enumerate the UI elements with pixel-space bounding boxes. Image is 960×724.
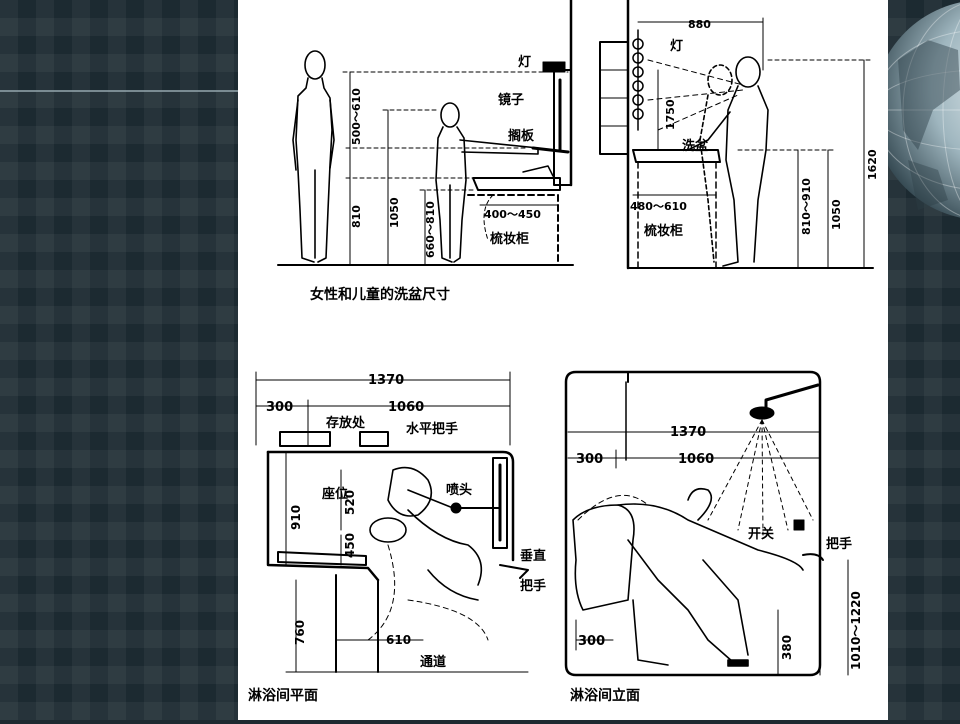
label-vertical-bar-1: 垂直 <box>520 548 546 564</box>
dim-1620: 1620 <box>866 149 879 180</box>
dim-1010-1220: 1010～1220 <box>849 591 863 670</box>
caption-shower-elevation: 淋浴间立面 <box>570 687 640 704</box>
dim-450: 450 <box>343 533 357 558</box>
child-figure <box>435 102 539 263</box>
woman-figure <box>292 50 335 263</box>
dim-910: 910 <box>289 505 303 530</box>
dim-810-910: 810～910 <box>800 178 813 235</box>
dim-380: 380 <box>780 635 794 660</box>
diagram-basin-women-children: 500～610 810 1050 660～810 400～450 灯 镜子 搁板… <box>277 0 574 303</box>
dim-760: 760 <box>293 620 307 645</box>
person-wheelchair-plan <box>369 466 483 601</box>
label-cabinet-side: 梳妆柜 <box>644 223 683 239</box>
label-mirror: 镜子 <box>498 92 524 108</box>
label-seat: 座位 <box>321 486 348 502</box>
dim-300-elev-bottom: 300 <box>578 634 605 649</box>
dim-1370-plan: 1370 <box>368 373 404 388</box>
dim-1750: 1750 <box>664 99 677 130</box>
label-passage: 通道 <box>420 654 446 670</box>
dim-300-elev-top: 300 <box>576 452 603 467</box>
dim-400-450: 400～450 <box>484 208 541 221</box>
diagram-basin-side: 880 1750 480～610 810～910 1050 1620 灯 洗盆 … <box>599 0 879 270</box>
label-basin: 洗盆 <box>682 138 709 154</box>
slide-canvas: 500～610 810 1050 660～810 400～450 灯 镜子 搁板… <box>238 0 888 720</box>
label-vertical-bar-2: 把手 <box>520 578 546 594</box>
dim-660-810: 660～810 <box>424 201 437 258</box>
caption-women-children-basin: 女性和儿童的洗盆尺寸 <box>310 286 450 303</box>
dim-1050-side: 1050 <box>830 199 843 230</box>
left-decorative-frame <box>0 0 238 720</box>
label-shower-head: 喷头 <box>446 482 472 498</box>
lights-column <box>632 29 644 131</box>
label-storage: 存放处 <box>326 415 366 431</box>
caption-shower-plan: 淋浴间平面 <box>248 687 318 704</box>
label-lamp-side: 灯 <box>670 38 683 54</box>
frame-rule <box>0 90 238 92</box>
dim-1060-plan: 1060 <box>388 400 424 415</box>
switch-icon <box>793 519 805 531</box>
dim-1050: 1050 <box>388 197 401 228</box>
label-shelf: 搁板 <box>508 128 535 144</box>
dim-1370-elev: 1370 <box>670 425 706 440</box>
lamp-icon <box>542 61 566 73</box>
diagram-shower-elevation: 1370 300 1060 300 380 1010～1220 开关 把手 淋浴… <box>564 370 863 704</box>
label-cabinet: 梳妆柜 <box>490 231 529 247</box>
label-horizontal-bar: 水平把手 <box>406 421 458 437</box>
dim-300-plan: 300 <box>266 400 293 415</box>
dim-810: 810 <box>350 205 363 228</box>
dim-1060-elev: 1060 <box>678 452 714 467</box>
shower-head-elev-icon <box>749 406 775 420</box>
globe-decoration <box>888 0 960 230</box>
dim-880: 880 <box>688 18 711 31</box>
label-switch: 开关 <box>748 526 774 542</box>
diagram-shower-plan: 1370 300 1060 <box>248 371 546 704</box>
dim-610-plan: 610 <box>386 633 411 647</box>
label-lamp: 灯 <box>518 54 531 70</box>
dim-480-610: 480～610 <box>630 200 687 213</box>
dim-520: 520 <box>343 490 357 515</box>
dim-500-610: 500～610 <box>350 88 363 145</box>
seated-figure-elevation <box>572 487 804 667</box>
label-handle: 把手 <box>826 536 852 552</box>
